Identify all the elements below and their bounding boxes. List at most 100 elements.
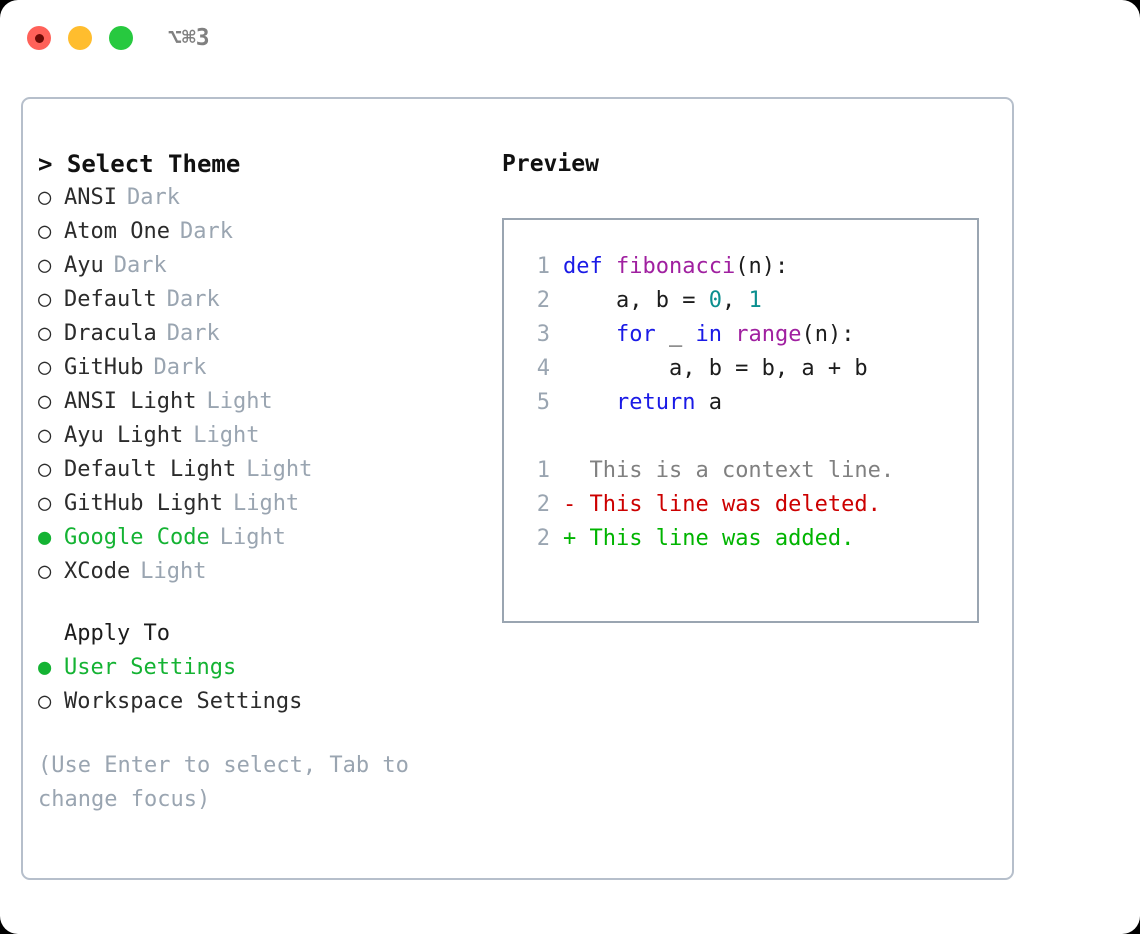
theme-option-label: Dracula bbox=[64, 321, 157, 346]
theme-option-xcode[interactable]: ○ XCode Light bbox=[38, 555, 508, 589]
diff-line-number: 1 bbox=[536, 458, 550, 483]
theme-option-label: Default Light bbox=[64, 457, 237, 482]
diff-line-text: - This line was deleted. bbox=[563, 488, 881, 522]
theme-option-label: Google Code bbox=[64, 525, 210, 550]
radio-unselected-icon: ○ bbox=[38, 355, 52, 380]
code-line-number: 2 bbox=[536, 288, 550, 313]
radio-unselected-icon: ○ bbox=[38, 689, 52, 714]
maximize-window-icon[interactable] bbox=[109, 26, 133, 50]
code-line-text: a, b = b, a + b bbox=[563, 352, 868, 386]
theme-option-tag: Light bbox=[140, 559, 207, 584]
theme-option-dracula[interactable]: ○ Dracula Dark bbox=[38, 317, 508, 351]
theme-option-tag: Light bbox=[206, 389, 273, 414]
radio-unselected-icon: ○ bbox=[38, 185, 52, 210]
code-line-number: 4 bbox=[536, 356, 550, 381]
code-line-text: a, b = 0, 1 bbox=[563, 284, 762, 318]
theme-option-label: Default bbox=[64, 287, 157, 312]
radio-unselected-icon: ○ bbox=[38, 219, 52, 244]
code-token-pl: a, b = bbox=[563, 288, 709, 313]
apply-to-heading: Apply To bbox=[64, 621, 170, 646]
code-line-number: 1 bbox=[536, 254, 550, 279]
theme-option-tag: Dark bbox=[113, 253, 167, 278]
code-token-pl: a, b = b, a + b bbox=[563, 356, 868, 381]
theme-option-tag: Light bbox=[193, 423, 260, 448]
diff-text: This line was deleted. bbox=[576, 492, 881, 517]
code-line-text: for _ in range(n): bbox=[563, 318, 854, 352]
code-line-text: return a bbox=[563, 386, 722, 420]
select-theme-heading: > Select Theme bbox=[38, 150, 241, 178]
code-token-fn: range bbox=[735, 322, 802, 347]
title-bar: ⌥⌘3 bbox=[0, 0, 1140, 78]
radio-unselected-icon: ○ bbox=[38, 321, 52, 346]
theme-option-google-code[interactable]: ● Google Code Light bbox=[38, 521, 508, 555]
code-token-pl: , bbox=[721, 288, 749, 313]
code-token-pl: a bbox=[695, 390, 722, 415]
diff-line-number: 2 bbox=[536, 492, 550, 517]
theme-option-tag: Dark bbox=[153, 355, 207, 380]
code-token-pl: (n): bbox=[735, 254, 789, 279]
theme-option-label: GitHub Light bbox=[64, 491, 223, 516]
theme-option-tag: Light bbox=[246, 457, 313, 482]
code-token-pl bbox=[722, 322, 735, 347]
apply-to-option-workspace-settings[interactable]: ○ Workspace Settings bbox=[38, 685, 508, 719]
theme-option-label: GitHub bbox=[64, 355, 144, 380]
theme-option-tag: Dark bbox=[126, 185, 180, 210]
minimize-window-icon[interactable] bbox=[68, 26, 92, 50]
code-line: 2 a, b = 0, 1 bbox=[524, 284, 977, 318]
diff-line: 1 This is a context line. bbox=[524, 454, 977, 488]
radio-unselected-icon: ○ bbox=[38, 253, 52, 278]
radio-selected-icon: ● bbox=[38, 525, 52, 550]
close-window-icon[interactable] bbox=[27, 26, 51, 50]
theme-option-label: XCode bbox=[64, 559, 131, 584]
diff-line-text: This is a context line. bbox=[563, 454, 894, 488]
apply-to-option-user-settings[interactable]: ●User Settings bbox=[38, 651, 508, 685]
code-token-kw: return bbox=[615, 390, 696, 415]
code-token-pl: _ bbox=[655, 322, 696, 347]
preview-heading: Preview bbox=[502, 151, 599, 177]
theme-option-github[interactable]: ○ GitHub Dark bbox=[38, 351, 508, 385]
theme-option-tag: Light bbox=[219, 525, 286, 550]
diff-text: This is a context line. bbox=[576, 458, 895, 483]
theme-option-label: Ayu bbox=[64, 253, 104, 278]
theme-option-label: ANSI Light bbox=[64, 389, 197, 414]
theme-option-label: Ayu Light bbox=[64, 423, 184, 448]
theme-option-tag: Dark bbox=[166, 321, 220, 346]
theme-option-ayu-light[interactable]: ○ Ayu Light Light bbox=[38, 419, 508, 453]
theme-option-tag: Light bbox=[232, 491, 300, 516]
code-diff-spacer bbox=[524, 420, 977, 454]
code-token-num: 0 bbox=[708, 288, 722, 313]
code-token-pl bbox=[563, 390, 616, 415]
code-line-number: 5 bbox=[536, 390, 550, 415]
apply-to-option-label: Workspace Settings bbox=[64, 689, 303, 714]
code-line-number: 3 bbox=[536, 322, 550, 347]
code-token-pl: (n): bbox=[801, 322, 855, 347]
diff-marker: + bbox=[563, 526, 577, 551]
theme-option-label: Atom One bbox=[64, 219, 170, 244]
diff-line: 2- This line was deleted. bbox=[524, 488, 977, 522]
traffic-lights bbox=[27, 26, 133, 50]
code-token-kw: def bbox=[563, 254, 616, 279]
diff-sample: 1 This is a context line.2- This line wa… bbox=[524, 454, 977, 556]
radio-selected-icon: ● bbox=[38, 655, 52, 680]
apply-to-option-list: ●User Settings ○ Workspace Settings bbox=[38, 651, 508, 719]
code-line: 4 a, b = b, a + b bbox=[524, 352, 977, 386]
code-token-num: 1 bbox=[748, 288, 762, 313]
diff-marker: - bbox=[563, 492, 577, 517]
radio-unselected-icon: ○ bbox=[38, 423, 52, 448]
radio-unselected-icon: ○ bbox=[38, 559, 52, 584]
theme-option-ayu[interactable]: ○ Ayu Dark bbox=[38, 249, 508, 283]
